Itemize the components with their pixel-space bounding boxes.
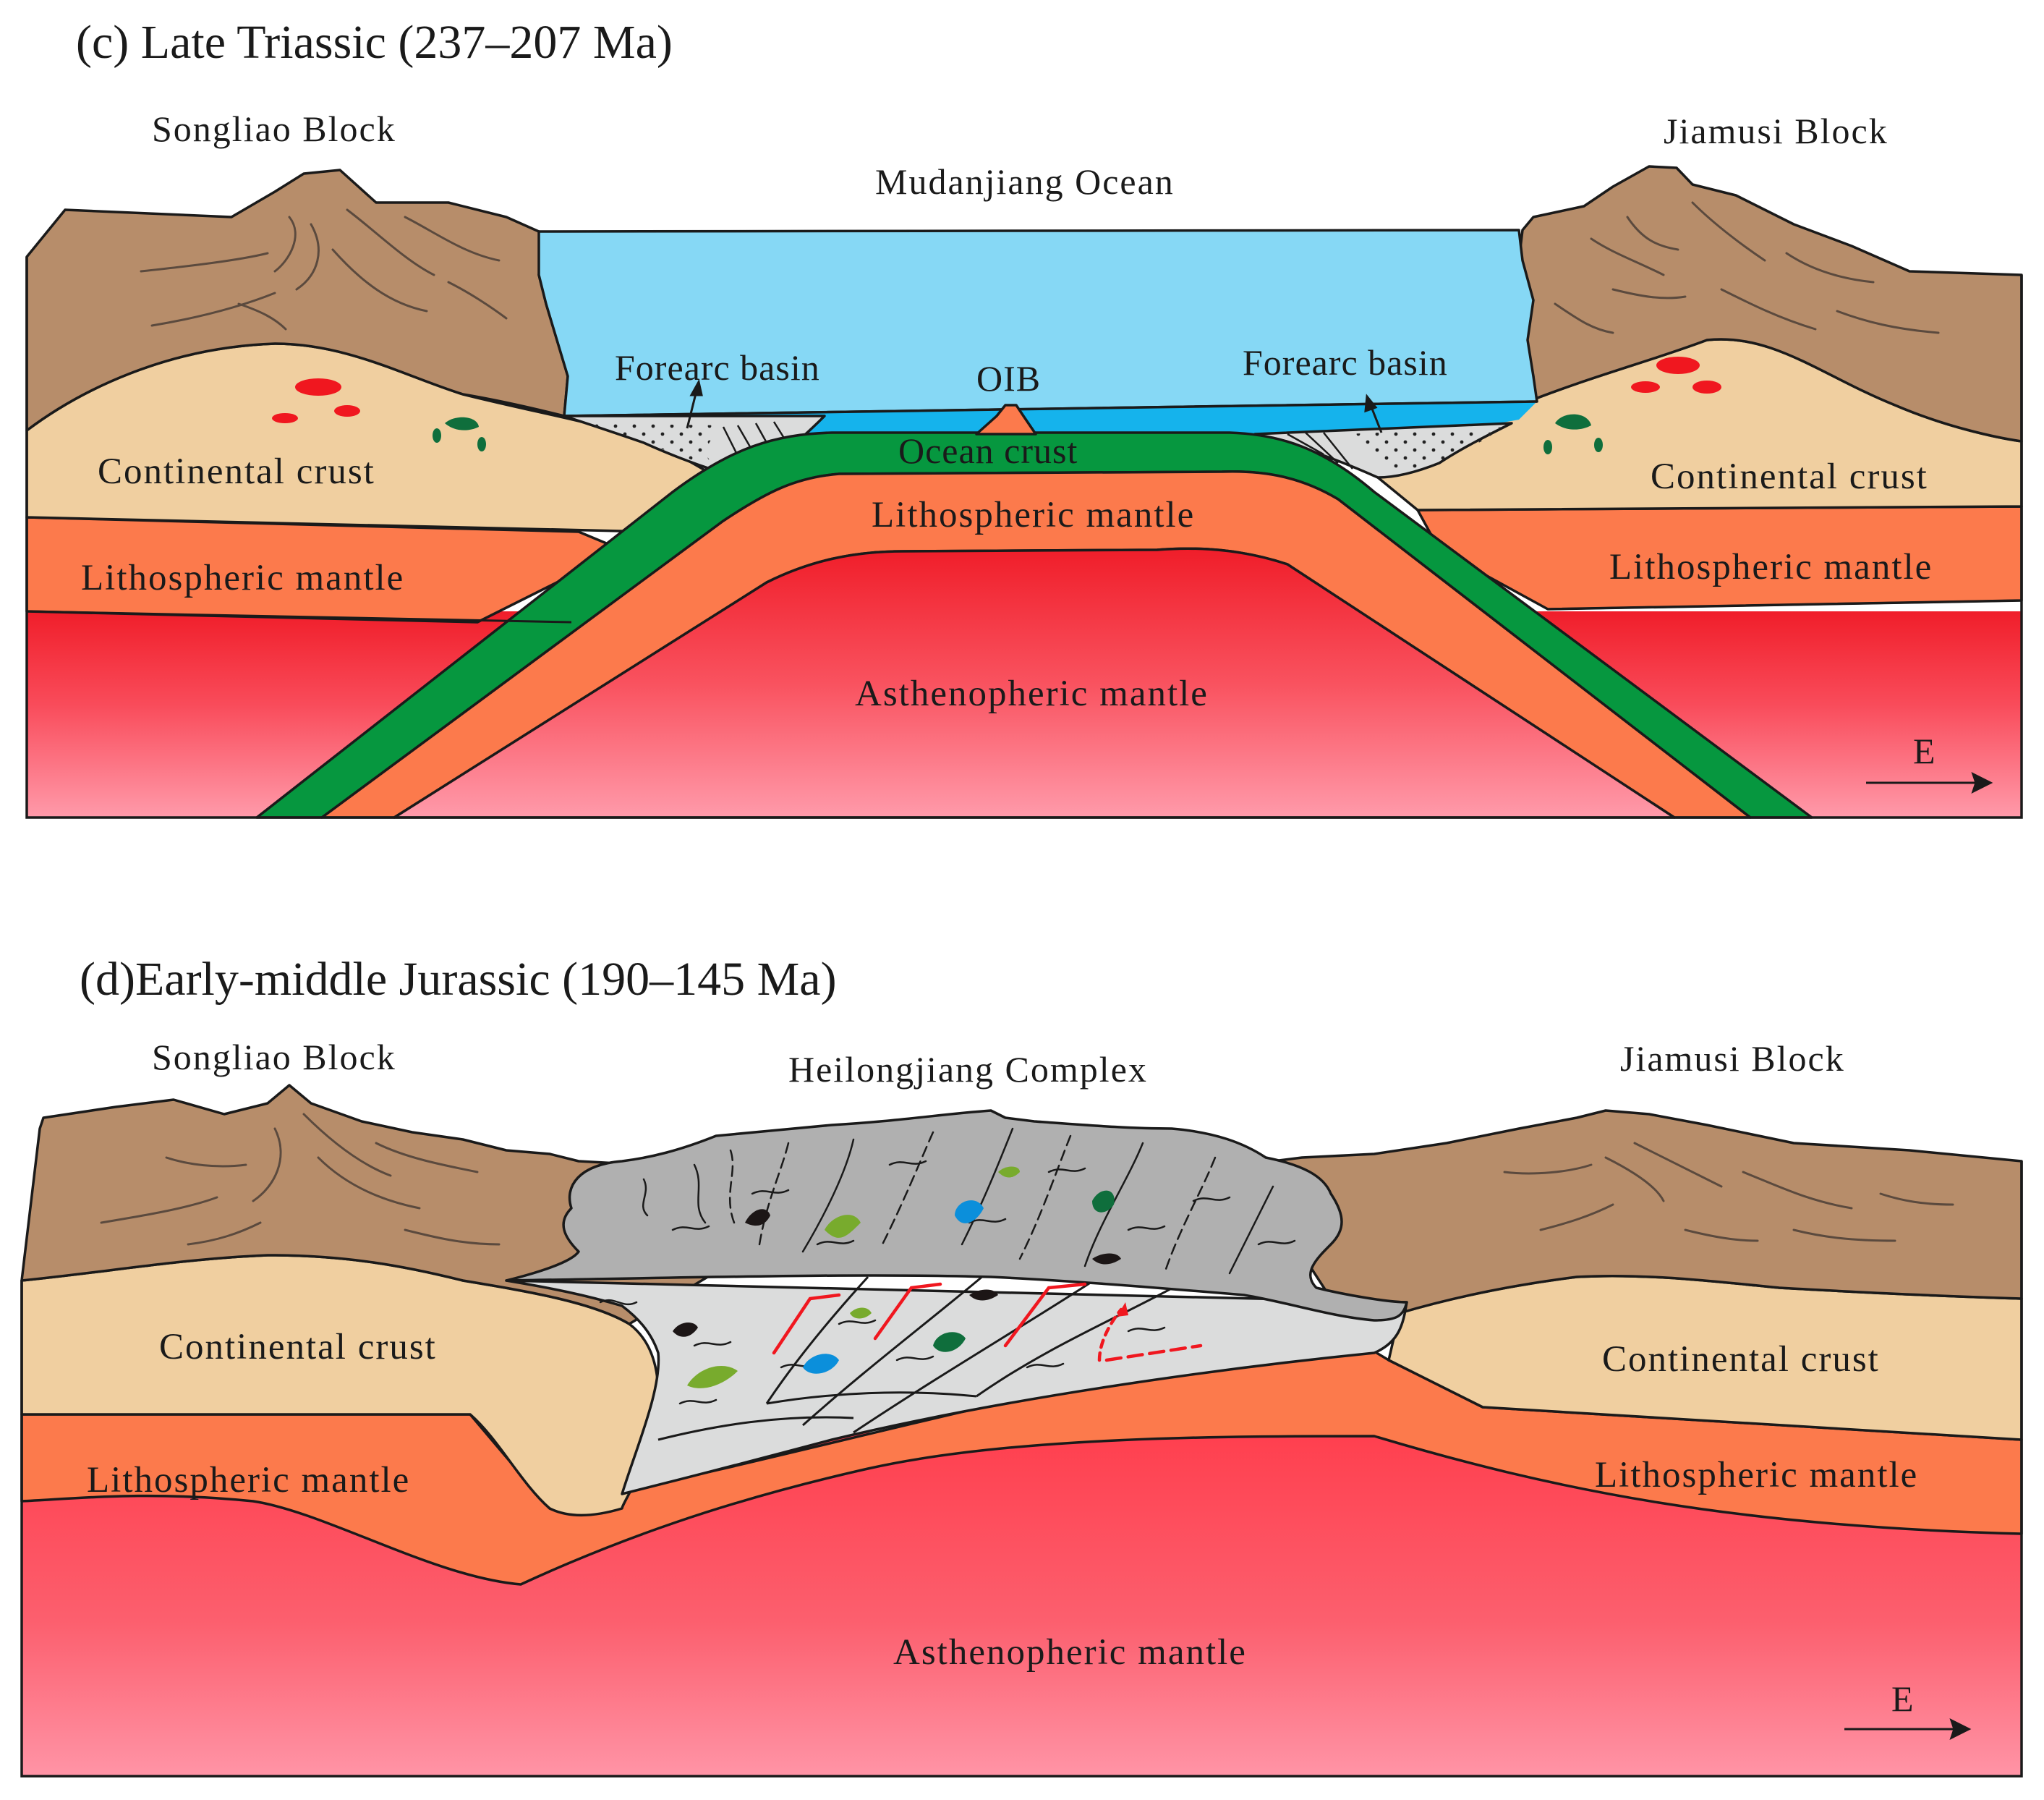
oib-seamount — [975, 404, 1037, 436]
lithospheric-mantle-label-c-right: Lithospheric mantle — [1609, 547, 1933, 587]
thrust-faults-d — [657, 1274, 1187, 1441]
east-arrow-c — [1866, 772, 1993, 794]
panel-d-title: (d)Early-middle Jurassic (190–145 Ma) — [80, 953, 837, 1006]
mudanjiang-ocean-label: Mudanjiang Ocean — [875, 161, 1175, 202]
continental-crust-label-d-left: Continental crust — [159, 1327, 437, 1367]
east-label-c: E — [1913, 731, 1936, 771]
continental-crust-label-c-left: Continental crust — [98, 451, 375, 492]
exotic-blocks-d — [673, 1166, 1121, 1388]
lithospheric-mantle-label-d-right: Lithospheric mantle — [1595, 1455, 1918, 1495]
east-label-d: E — [1891, 1678, 1915, 1719]
panel-c: (c) Late Triassic (237–207 Ma) Songliao … — [25, 16, 2023, 819]
asthenosphere-c-center — [393, 547, 1676, 819]
shear-fabric-d — [599, 1127, 1296, 1405]
lithospheric-mantle-label-d-left: Lithospheric mantle — [87, 1460, 410, 1500]
sea-surface-line — [563, 400, 1538, 417]
forearc-basin-label-right: Forearc basin — [1243, 342, 1448, 383]
asthenospheric-mantle-label-d: Asthenopheric mantle — [893, 1632, 1247, 1673]
mountain-texture-c — [140, 201, 1940, 334]
ocean-crust-label: Ocean crust — [898, 430, 1078, 471]
forearc-basin-right-dots — [1345, 427, 1508, 474]
songliao-block-label-d: Songliao Block — [152, 1037, 396, 1077]
continental-crust-label-d-right: Continental crust — [1602, 1339, 1880, 1380]
melt-pods-c — [272, 357, 1721, 454]
mountain-texture-d — [100, 1113, 1954, 1246]
melange-lower — [505, 1279, 1408, 1495]
lithospheric-mantle-label-c-left: Lithospheric mantle — [81, 558, 404, 598]
east-arrow-d — [1844, 1718, 1972, 1740]
panel-d: (d)Early-middle Jurassic (190–145 Ma) So… — [20, 953, 2023, 1778]
jiamusi-block-label-c: Jiamusi Block — [1664, 111, 1888, 151]
forearc-arrows — [686, 378, 1383, 433]
jiamusi-block-label-d: Jiamusi Block — [1620, 1038, 1845, 1079]
forearc-basin-left-dots — [579, 423, 723, 470]
red-kinematic-indicators — [772, 1282, 1203, 1362]
songliao-block-label-c: Songliao Block — [152, 109, 396, 149]
panel-c-title: (c) Late Triassic (237–207 Ma) — [76, 16, 673, 69]
lithospheric-mantle-label-c-center: Lithospheric mantle — [872, 495, 1195, 535]
continental-crust-label-c-right: Continental crust — [1651, 457, 1928, 497]
forearc-basin-label-left: Forearc basin — [615, 347, 820, 388]
asthenospheric-mantle-label-c: Asthenopheric mantle — [855, 674, 1209, 714]
oib-label: OIB — [976, 358, 1041, 399]
red-arrowhead — [1117, 1302, 1128, 1317]
heilongjiang-complex-label: Heilongjiang Complex — [788, 1049, 1148, 1090]
